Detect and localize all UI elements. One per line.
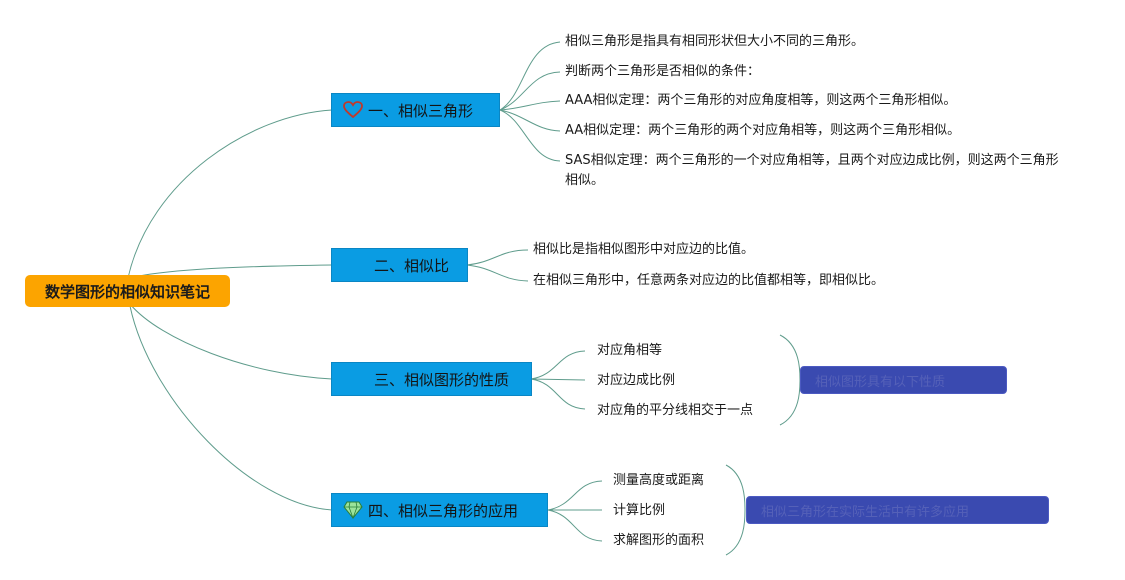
connector-root-topic4 xyxy=(129,305,333,511)
topic-label: 四、相似三角形的应用 xyxy=(368,501,519,520)
topic-label: 一、相似三角形 xyxy=(368,101,474,120)
topic1-item-2[interactable]: 判断两个三角形是否相似的条件： xyxy=(565,64,761,79)
topic3-item-1[interactable]: 对应角相等 xyxy=(597,343,663,358)
topic-similar-figure-properties[interactable]: 三、相似图形的性质 xyxy=(331,362,532,396)
topic-label: 三、相似图形的性质 xyxy=(374,370,510,389)
topic4-item-3[interactable]: 求解图形的面积 xyxy=(613,533,705,548)
connector-t1-item3 xyxy=(499,100,561,111)
heart-icon xyxy=(342,100,364,120)
connector-t4-item3 xyxy=(547,509,603,542)
topic2-item-2[interactable]: 在相似三角形中，任意两条对应边的比值都相等，即相似比。 xyxy=(533,273,885,288)
connector-root-topic1 xyxy=(127,109,333,279)
connector-t4-item1 xyxy=(547,480,603,511)
topic1-item-4[interactable]: AA相似定理：两个三角形的两个对应角相等，则这两个三角形相似。 xyxy=(565,123,961,138)
topic-similar-triangles[interactable]: 一、相似三角形 xyxy=(331,93,500,127)
connector-t1-item1 xyxy=(499,41,561,111)
root-title: 数学图形的相似知识笔记 xyxy=(44,282,210,301)
connector-t2-item1 xyxy=(466,249,529,266)
connector-root-topic2 xyxy=(129,264,333,279)
connector-t3-item1 xyxy=(530,350,586,380)
connector-t3-item2 xyxy=(530,378,586,381)
diamond-icon xyxy=(342,500,364,520)
topic4-summary[interactable]: 相似三角形在实际生活中有许多应用 xyxy=(746,496,1049,524)
topic4-item-1[interactable]: 测量高度或距离 xyxy=(613,473,705,488)
connector-t2-item2 xyxy=(466,264,529,282)
topic-similarity-ratio[interactable]: 二、相似比 xyxy=(331,248,468,282)
topic1-item-1[interactable]: 相似三角形是指具有相同形状但大小不同的三角形。 xyxy=(565,34,865,49)
topic3-item-3[interactable]: 对应角的平分线相交于一点 xyxy=(597,403,754,418)
connector-root-topic3 xyxy=(129,303,333,380)
summary-brace-topic3 xyxy=(779,334,801,426)
connector-t1-item5 xyxy=(499,109,561,162)
summary-text: 相似图形具有以下性质 xyxy=(815,374,946,390)
summary-brace-topic4 xyxy=(725,464,746,556)
root-topic[interactable]: 数学图形的相似知识笔记 xyxy=(25,275,230,307)
topic2-item-1[interactable]: 相似比是指相似图形中对应边的比值。 xyxy=(533,242,755,257)
topic-similar-triangle-applications[interactable]: 四、相似三角形的应用 xyxy=(331,493,548,527)
topic4-item-2[interactable]: 计算比例 xyxy=(613,503,666,518)
connector-t1-item4 xyxy=(499,109,561,132)
topic1-item-3[interactable]: AAA相似定理：两个三角形的对应角度相等，则这两个三角形相似。 xyxy=(565,93,957,108)
connector-t3-item3 xyxy=(530,378,586,410)
topic3-item-2[interactable]: 对应边成比例 xyxy=(597,373,676,388)
connector-t1-item2 xyxy=(499,71,561,111)
topic1-item-5[interactable]: SAS相似定理：两个三角形的一个对应角相等，且两个对应边成比例，则这两个三角形相… xyxy=(565,153,1059,188)
topic3-summary[interactable]: 相似图形具有以下性质 xyxy=(800,366,1007,394)
summary-text: 相似三角形在实际生活中有许多应用 xyxy=(761,504,970,520)
topic-label: 二、相似比 xyxy=(374,256,450,275)
